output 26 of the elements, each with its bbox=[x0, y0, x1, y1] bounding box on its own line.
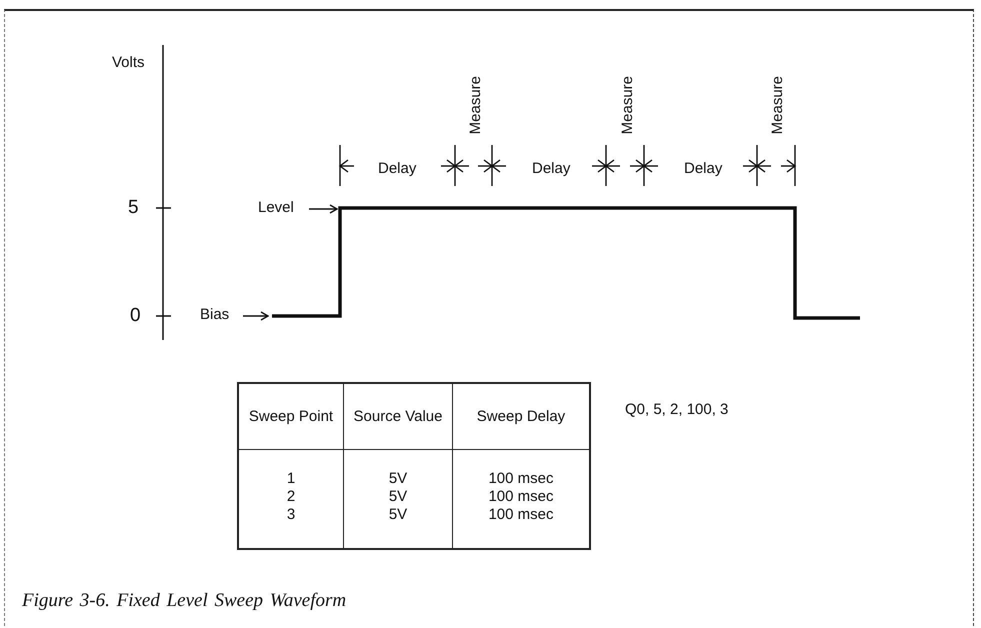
command-text: Q0, 5, 2, 100, 3 bbox=[625, 402, 728, 418]
measure-label: Measure bbox=[620, 76, 636, 134]
cell-value: 100 msec bbox=[487, 488, 555, 506]
axis-tick-label: 0 bbox=[130, 306, 141, 327]
cell-value: 1 bbox=[286, 470, 296, 488]
delay-label: Delay bbox=[378, 161, 416, 178]
leader-arrow bbox=[243, 311, 269, 321]
leader-arrow bbox=[309, 204, 338, 214]
measure-label: Measure bbox=[770, 76, 786, 134]
waveform-label: Level bbox=[258, 200, 294, 216]
cell-value: 5V bbox=[388, 488, 408, 506]
cell-value: 3 bbox=[286, 506, 296, 524]
measure-label: Measure bbox=[468, 76, 484, 134]
cell-value: 100 msec bbox=[487, 470, 555, 488]
waveform-label: Bias bbox=[200, 307, 230, 324]
column-header: Source Value bbox=[344, 383, 452, 450]
column-header: Sweep Point bbox=[238, 383, 344, 450]
cell-value: 2 bbox=[286, 488, 296, 506]
axis-tick-label: 5 bbox=[128, 198, 139, 219]
figure-caption: Figure 3-6. Fixed Level Sweep Waveform bbox=[22, 590, 346, 612]
cell-value: 5V bbox=[388, 470, 408, 488]
delay-label: Delay bbox=[532, 161, 570, 178]
axis-title: Volts bbox=[112, 55, 145, 72]
cell-value: 5V bbox=[388, 506, 408, 524]
cell-value: 100 msec bbox=[487, 506, 555, 524]
delay-label: Delay bbox=[684, 161, 722, 178]
